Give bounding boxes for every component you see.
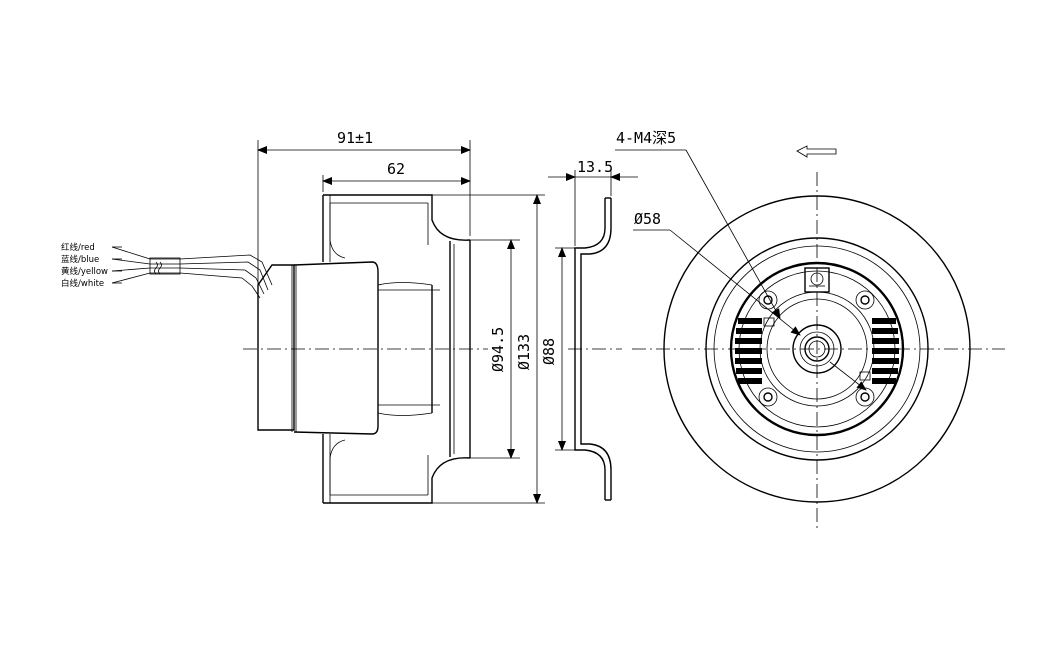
vent-slots-left (735, 318, 762, 384)
outer-ring-circle (663, 195, 971, 503)
dim-ring-diameter: Ø88 (540, 338, 558, 365)
dim-ring-depth: 13.5 (577, 158, 613, 176)
wire-label-white: 白线/white (61, 278, 104, 289)
front-view: 4-M4深5 Ø58 (615, 129, 1005, 530)
dim-impeller-depth: 62 (387, 160, 405, 178)
vent-slots-right (872, 318, 899, 384)
motor-body (257, 261, 440, 435)
label-bolt-circle: Ø58 (634, 210, 661, 228)
dim-overall-length: 91±1 (337, 129, 373, 147)
inlet-ring-view: 13.5 Ø88 (540, 158, 638, 501)
impeller-side (322, 194, 471, 504)
side-view: 红线/red 蓝线/blue 黄线/yellow 白线/white (61, 129, 545, 504)
wire-label-red: 红线/red (61, 242, 95, 253)
dim-inner-diameter: Ø94.5 (489, 327, 507, 372)
connector-tab (804, 267, 830, 293)
mount-holes (758, 290, 875, 407)
dim-outer-diameter: Ø133 (515, 334, 533, 370)
label-mount-holes: 4-M4深5 (616, 129, 676, 147)
rotation-direction-arrow-icon (796, 145, 837, 158)
wire-leads (111, 246, 273, 299)
wire-label-blue: 蓝线/blue (61, 254, 99, 265)
wire-label-yellow: 黄线/yellow (61, 266, 108, 277)
